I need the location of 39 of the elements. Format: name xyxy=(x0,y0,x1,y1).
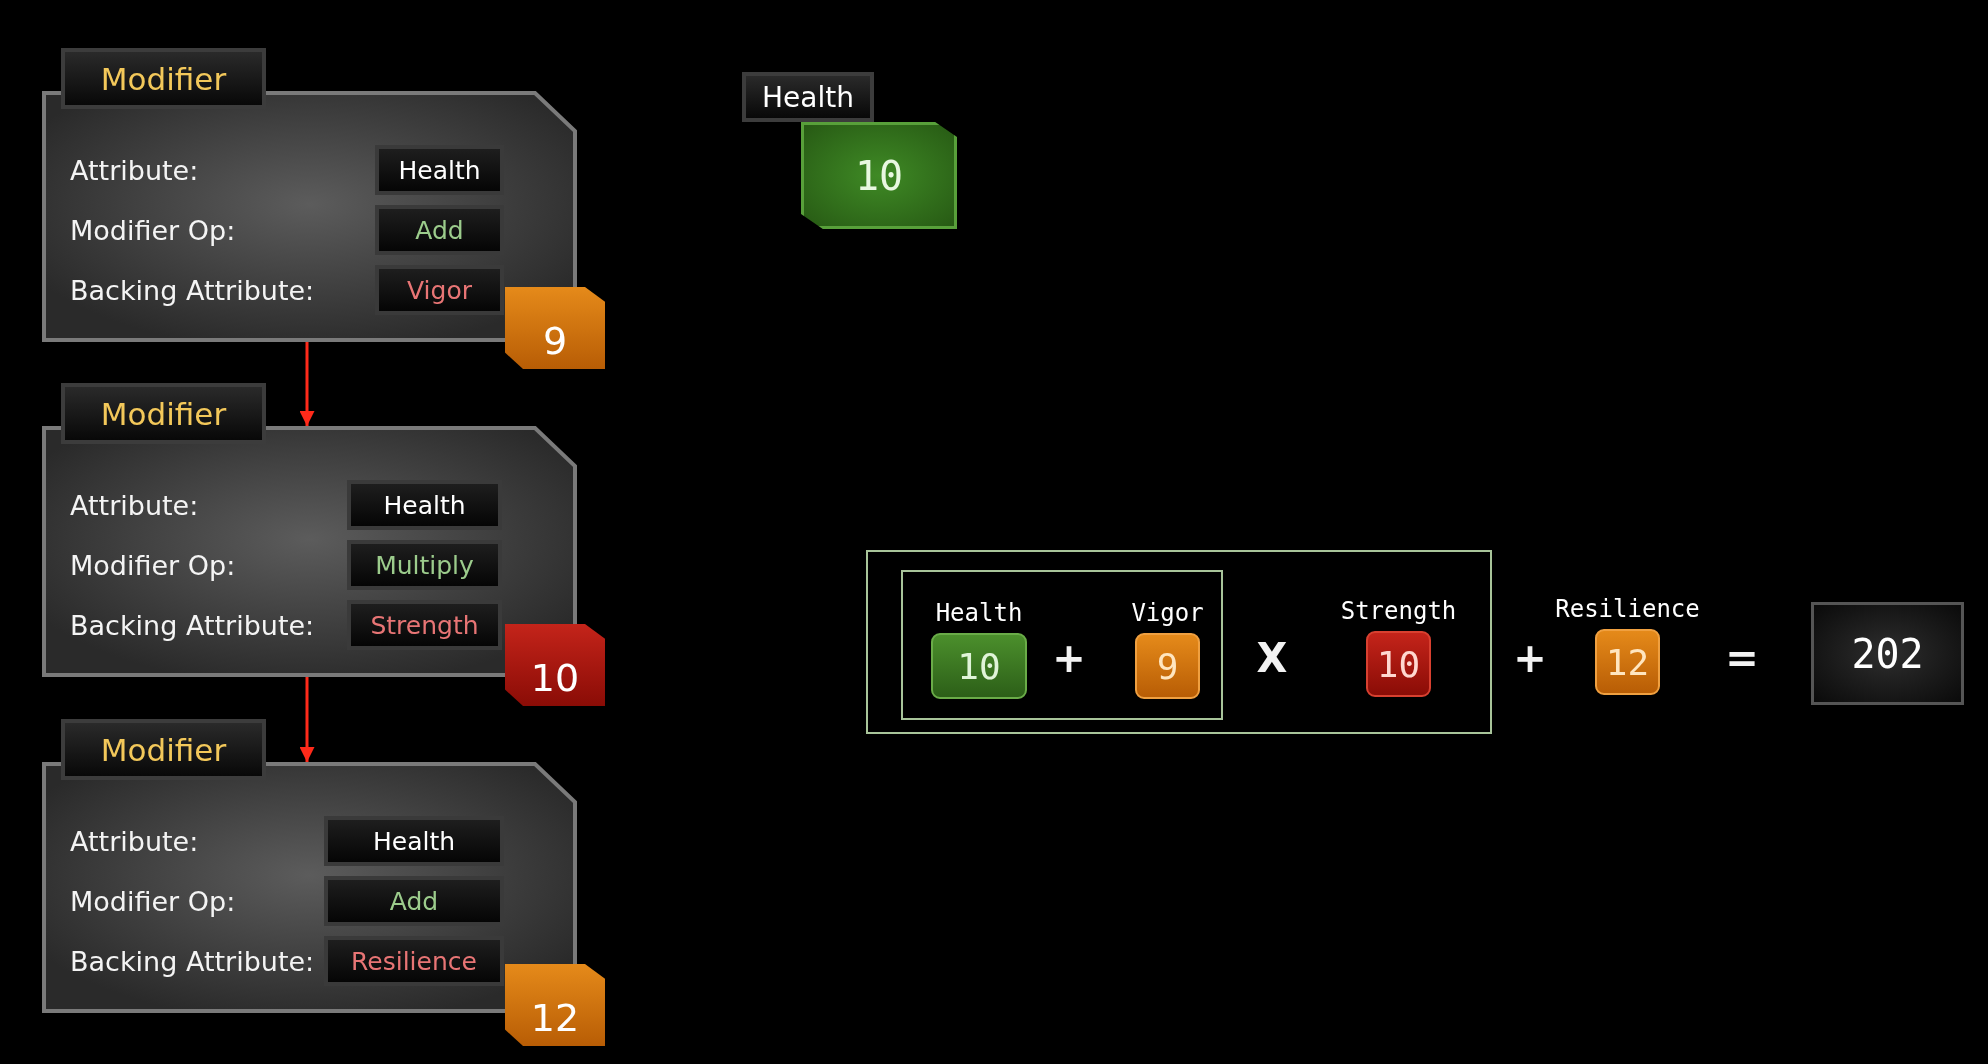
field-label: Backing Attribute: xyxy=(70,945,315,977)
value-field: Health xyxy=(347,480,502,530)
operator-sign: = xyxy=(1725,635,1759,681)
grouping-box xyxy=(901,570,1223,720)
field-label: Attribute: xyxy=(70,154,199,186)
value-caption: Strength xyxy=(1340,597,1457,625)
grouping-box xyxy=(866,550,1492,734)
arrow xyxy=(299,342,315,426)
value-field: Add xyxy=(324,876,504,926)
field-label: Backing Attribute: xyxy=(70,274,315,306)
field-label: Attribute: xyxy=(70,825,199,857)
value-field: Health xyxy=(324,816,504,866)
value-badge: 12 xyxy=(505,964,605,1046)
field-label: Modifier Op: xyxy=(70,885,236,917)
operator-sign: X xyxy=(1256,635,1288,681)
card-heading: Modifier xyxy=(61,48,266,109)
value-field: Resilience xyxy=(324,936,504,986)
arrow xyxy=(299,677,315,762)
field-label: Attribute: xyxy=(70,489,199,521)
result-box: 202 xyxy=(1811,602,1964,705)
operator-sign: + xyxy=(1052,635,1086,681)
value-field: Add xyxy=(375,205,504,255)
value-field: Vigor xyxy=(375,265,504,315)
field-label: Modifier Op: xyxy=(70,214,236,246)
field-label: Backing Attribute: xyxy=(70,609,315,641)
value-field: Multiply xyxy=(347,540,502,590)
operator-sign: + xyxy=(1513,635,1547,681)
value-caption: Resilience xyxy=(1555,595,1700,623)
attribute-value-box: 10 xyxy=(801,122,957,229)
value-field: Strength xyxy=(347,600,502,650)
field-label: Modifier Op: xyxy=(70,549,236,581)
value-field: Health xyxy=(375,145,504,195)
value-badge: 10 xyxy=(505,624,605,706)
card-heading: Modifier xyxy=(61,383,266,444)
card-heading: Modifier xyxy=(61,719,266,780)
value-badge: 9 xyxy=(505,287,605,369)
value-caption: Vigor xyxy=(1131,599,1204,627)
value-caption: Health xyxy=(935,599,1023,627)
attribute-tag: Health xyxy=(742,72,874,122)
